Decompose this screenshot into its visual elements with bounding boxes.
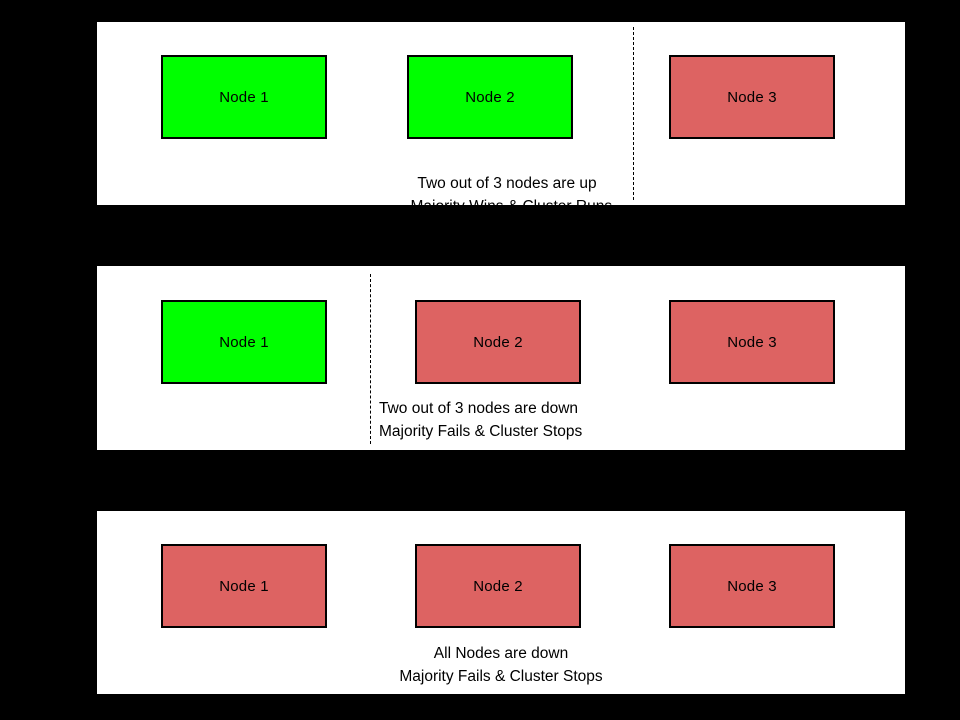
node-box-label: Node 3 <box>727 88 777 106</box>
panel-scenario-two-up: Node 1 Node 2 Node 3 Two out of 3 nodes … <box>97 22 905 215</box>
panel-scenario-all-down: Node 1 Node 2 Node 3 All Nodes are down … <box>97 511 905 694</box>
node-box-3[interactable]: Node 3 <box>669 300 835 384</box>
node-box-label: Node 2 <box>465 88 515 106</box>
panel-caption: All Nodes are down Majority Fails & Clus… <box>301 642 701 688</box>
panel-caption: Two out of 3 nodes are down Majority Fai… <box>379 397 799 443</box>
node-box-label: Node 2 <box>473 333 523 351</box>
panel-caption: Two out of 3 nodes are up , Majority Win… <box>307 172 707 218</box>
node-box-label: Node 2 <box>473 577 523 595</box>
node-box-3[interactable]: Node 3 <box>669 544 835 628</box>
panel-scenario-two-down: Node 1 Node 2 Node 3 Two out of 3 nodes … <box>97 266 905 450</box>
caption-line-2: , Majority Wins & Cluster Runs <box>401 198 613 215</box>
node-box-2[interactable]: Node 2 <box>415 300 581 384</box>
node-box-label: Node 1 <box>219 577 269 595</box>
node-box-2[interactable]: Node 2 <box>415 544 581 628</box>
node-box-label: Node 3 <box>727 333 777 351</box>
caption-line-1: All Nodes are down <box>433 645 569 662</box>
node-box-label: Node 3 <box>727 577 777 595</box>
caption-line-2: Majority Fails & Cluster Stops <box>399 668 603 685</box>
quorum-divider-line <box>633 27 634 200</box>
caption-line-1: Two out of 3 nodes are down <box>379 400 579 417</box>
node-box-label: Node 1 <box>219 333 269 351</box>
node-box-1[interactable]: Node 1 <box>161 300 327 384</box>
node-box-label: Node 1 <box>219 88 269 106</box>
node-box-3[interactable]: Node 3 <box>669 55 835 139</box>
node-box-2[interactable]: Node 2 <box>407 55 573 139</box>
node-box-1[interactable]: Node 1 <box>161 544 327 628</box>
node-box-1[interactable]: Node 1 <box>161 55 327 139</box>
quorum-divider-line <box>370 274 371 444</box>
caption-line-2: Majority Fails & Cluster Stops <box>379 423 583 440</box>
caption-line-1: Two out of 3 nodes are up <box>417 175 597 192</box>
